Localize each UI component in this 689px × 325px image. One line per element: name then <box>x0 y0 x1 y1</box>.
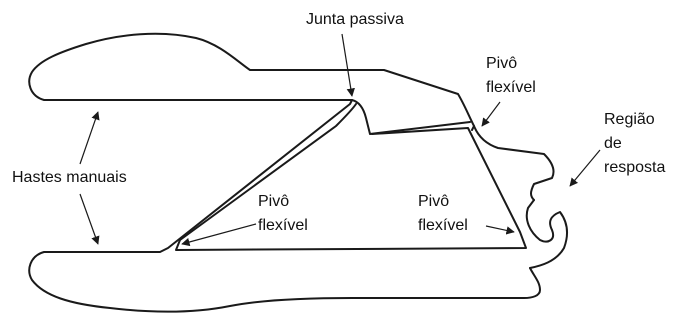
passive-joint-link <box>351 99 471 135</box>
arrow-pivot-lower-right <box>485 225 515 235</box>
label-manual-rods: Hastes manuais <box>12 169 127 186</box>
arrow-response-region <box>569 149 601 187</box>
label-pivot-center-line1: Pivô <box>258 193 289 210</box>
inner-triangle <box>175 103 527 251</box>
label-pivot-top-right-line1: Pivô <box>486 55 517 72</box>
label-response-region-line3: resposta <box>604 159 665 176</box>
label-pivot-center-line2: flexível <box>258 217 308 234</box>
arrow-pivot-top-right <box>481 101 501 127</box>
response-region-hook <box>525 199 568 269</box>
label-response-region-line2: de <box>604 135 622 152</box>
label-pivot-lower-right-line2: flexível <box>418 217 468 234</box>
label-passive-joint: Junta passiva <box>306 11 404 28</box>
upper-body-right <box>473 125 555 201</box>
arrow-manual-rod-upper <box>79 111 100 165</box>
label-pivot-top-right-line2: flexível <box>486 79 536 96</box>
arrow-passive-joint <box>341 33 355 97</box>
arrow-manual-rod-lower <box>79 193 100 245</box>
label-response-region-line1: Região <box>604 111 655 128</box>
lower-manual-rod <box>28 99 353 313</box>
arrow-pivot-center <box>181 223 257 247</box>
label-pivot-lower-right-line1: Pivô <box>418 193 449 210</box>
lower-body-base <box>351 267 541 299</box>
upper-manual-rod <box>28 32 475 131</box>
